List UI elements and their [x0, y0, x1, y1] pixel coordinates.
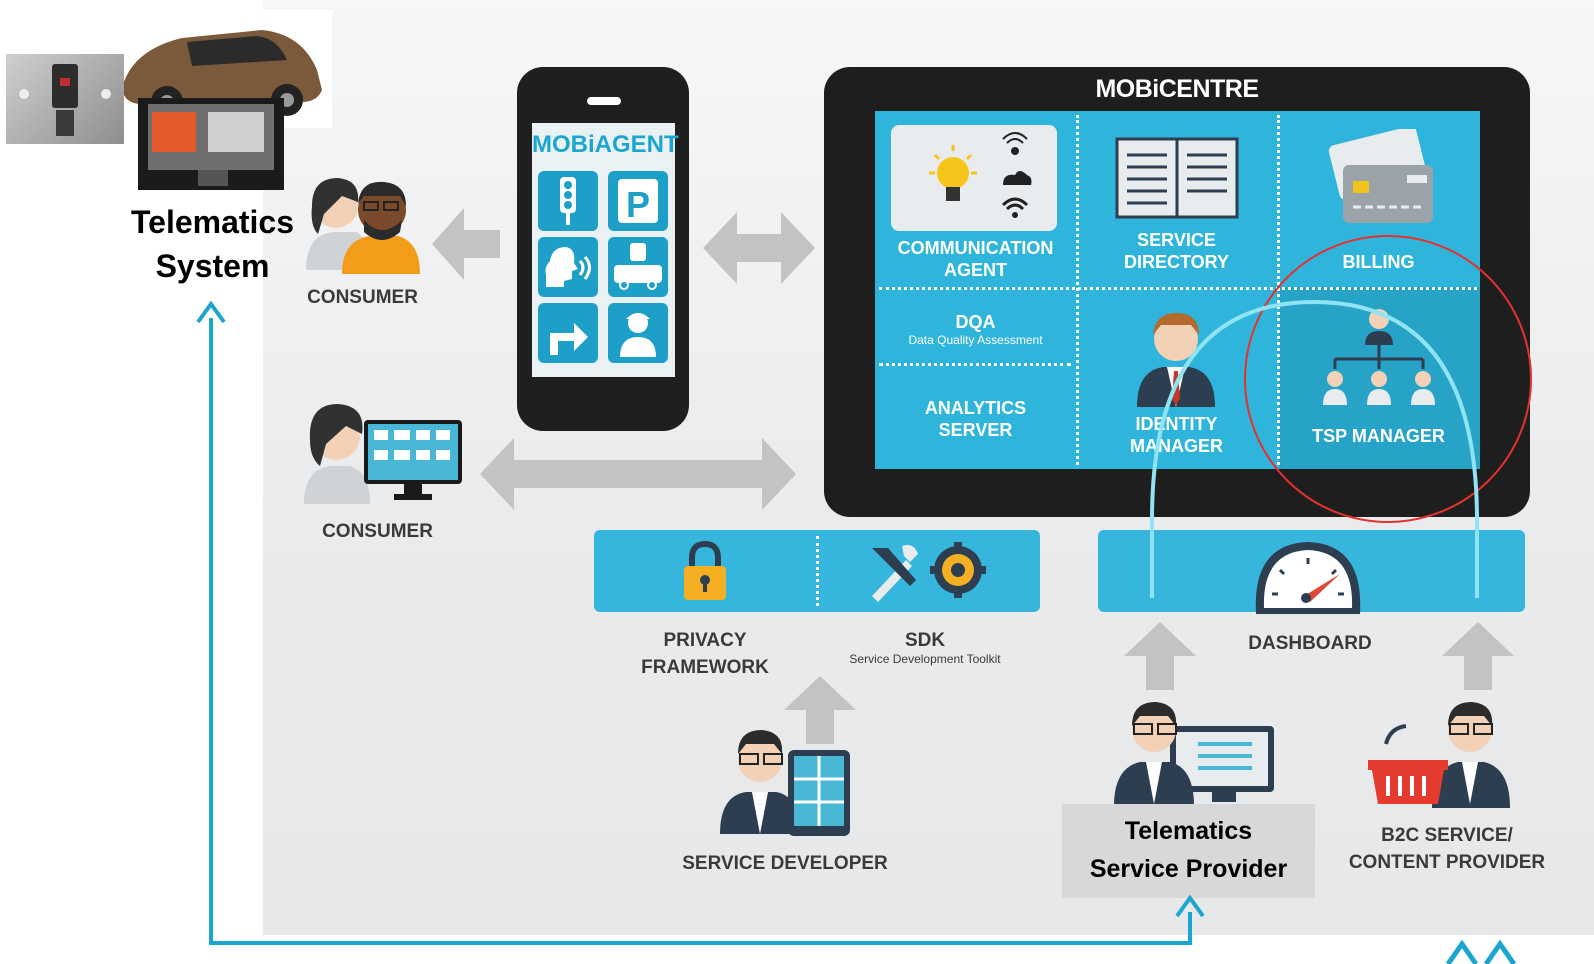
telematics-system-label: Telematics System — [130, 204, 295, 284]
divider-horizontal-1 — [879, 287, 1477, 290]
connector-arrowhead-bottom — [1175, 894, 1205, 918]
mobiagent-phone: MOBiAGENT P — [517, 67, 689, 431]
dqa-label: DQA — [955, 312, 996, 332]
divider-vertical-2 — [1277, 115, 1280, 465]
consumer-avatar-icon — [298, 174, 423, 276]
tools-gear-icon — [866, 540, 990, 602]
telematics-unit-photo — [138, 98, 284, 190]
b2c-provider-icon — [1366, 700, 1526, 810]
service-directory-icon — [1115, 137, 1241, 219]
tsp-manager-org-icon — [1317, 305, 1441, 411]
service-directory-label: SERVICE DIRECTORY — [1123, 230, 1229, 272]
privacy-divider — [816, 536, 819, 606]
arrow-up-dashboard-right-icon — [1442, 622, 1514, 690]
tsp-person-icon — [1112, 700, 1276, 806]
double-arrow-phone-centre-icon — [703, 212, 815, 284]
dqa-sub-label: Data Quality Assessment — [908, 333, 1043, 347]
arrow-up-sdk-icon — [784, 676, 856, 744]
dashboard-bar — [1098, 530, 1525, 614]
control-panel-photo — [6, 54, 124, 144]
tsp-manager-label: TSP MANAGER — [1312, 426, 1445, 446]
dashboard-label: DASHBOARD — [1248, 633, 1372, 654]
communication-agent-icon — [891, 125, 1057, 231]
turn-right-icon — [538, 303, 598, 363]
double-arrow-consumer-centre-icon — [480, 438, 796, 510]
vehicle-icon — [608, 237, 668, 297]
consumer-bottom-label: CONSUMER — [322, 521, 433, 542]
communication-agent-label: COMMUNICATION AGENT — [897, 238, 1054, 280]
analytics-server-label: ANALYTICS SERVER — [924, 398, 1027, 440]
tsp-arc — [1150, 299, 1479, 598]
svg-text:P: P — [626, 184, 650, 225]
arrow-up-dashboard-left-icon — [1124, 622, 1196, 690]
divider-vertical-1 — [1076, 115, 1079, 465]
sdk-sub-label: Service Development Toolkit — [849, 652, 1001, 666]
sdk-label: SDK — [904, 630, 946, 651]
voice-command-icon — [538, 237, 598, 297]
consumer-top-label: CONSUMER — [307, 287, 418, 308]
divider-horizontal-2 — [879, 363, 1071, 366]
logo-fragment — [1445, 939, 1517, 964]
service-developer-label: SERVICE DEVELOPER — [682, 853, 888, 874]
service-developer-icon — [718, 726, 852, 838]
identity-manager-label: IDENTITY MANAGER — [1130, 414, 1223, 456]
mobicentre-tablet: MOBiCENTRE COMMUNICATION AGENT — [824, 67, 1530, 517]
telematics-connector-line — [209, 318, 1192, 945]
speedometer-icon — [1248, 534, 1368, 618]
billing-card-icon — [1323, 126, 1437, 229]
highlight-circle — [1244, 235, 1532, 523]
tsp-label-box — [1062, 804, 1315, 898]
padlock-icon — [680, 540, 730, 602]
phone-speaker — [587, 97, 621, 105]
b2c-provider-label: B2C SERVICE/ CONTENT PROVIDER — [1348, 825, 1546, 873]
billing-label: BILLING — [1342, 252, 1415, 272]
driver-icon — [608, 303, 668, 363]
privacy-framework-label: PRIVACY FRAMEWORK — [641, 630, 769, 678]
arrow-to-consumer-icon — [432, 208, 500, 280]
traffic-light-icon — [538, 171, 598, 231]
mobicentre-screen: COMMUNICATION AGENT SERVICE DIRECTORY — [875, 111, 1480, 469]
parking-icon: P — [608, 171, 668, 231]
connector-arrowhead-top — [196, 300, 226, 324]
tsp-label: Telematics Service Provider — [1089, 817, 1288, 883]
privacy-sdk-bar — [594, 530, 1040, 612]
mobiagent-title: MOBiAGENT — [532, 131, 679, 158]
phone-screen: MOBiAGENT P — [532, 123, 679, 377]
consumer-desktop-avatar-icon — [300, 400, 465, 508]
mobicentre-title: MOBiCENTRE — [1095, 75, 1259, 103]
